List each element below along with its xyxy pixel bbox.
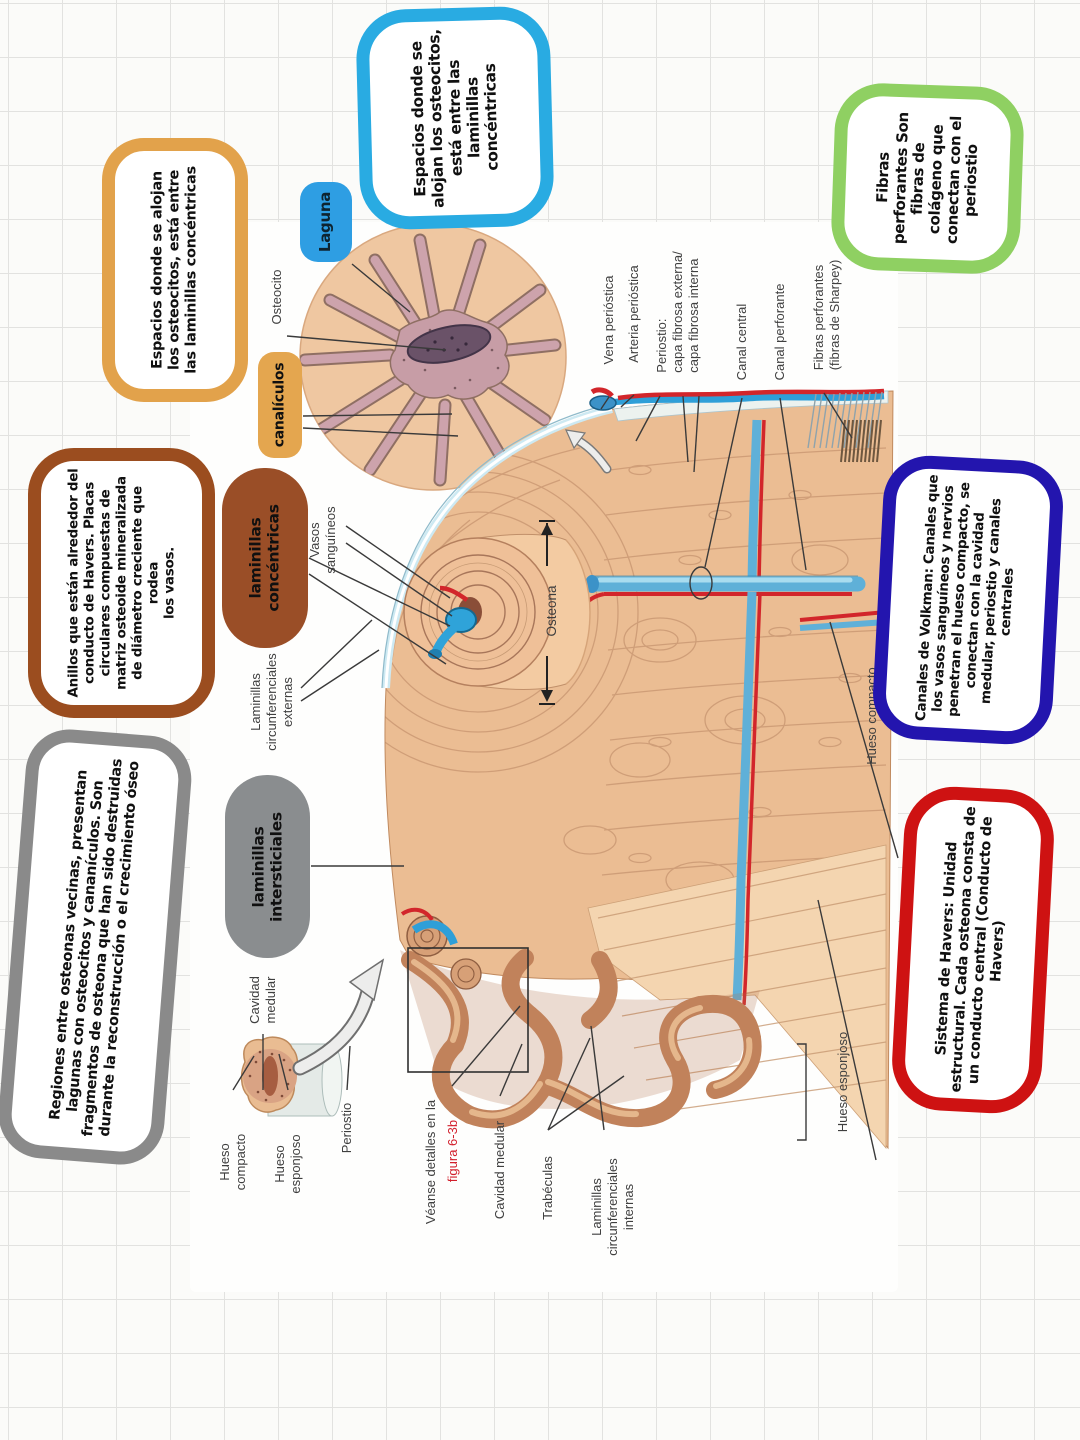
pill-laguna-label: Laguna [316,191,335,253]
callout-espacios-orange-text: Espacios donde se alojan los osteocitos,… [149,166,200,374]
label-osteocito: Osteocito [269,269,285,325]
label-osteona: Osteona [543,585,559,637]
pill-canaliculos-label: canalículos [271,362,288,448]
osteocyte-nucleus [406,324,492,364]
periosteum-membrane [381,403,613,689]
brackets [797,621,899,1161]
label-vena-periostica: Vena perióstica [601,275,617,365]
callout-regiones-gray: Regiones entre osteonas vecinas, present… [0,726,195,1168]
volkmann-canal [582,419,887,1006]
label-fibras-perforantes: Fibras perforantes (fibras de Sharpey) [811,259,842,371]
detail-box [407,947,529,1073]
pill-laminillas-intersticiales: laminillas intersticiales [225,775,310,958]
callout-fibras-perforantes-green-text: Fibras perforantes Son fibras de colágen… [872,111,982,244]
callout-espacios-orange: Espacios donde se alojan los osteocitos,… [102,138,248,402]
small-bone [240,1036,343,1117]
label-laminillas-circ-internas: Laminillas circunferenciales internas [589,1158,636,1256]
callout-lagunas-blue: Espacios donde se alojan los osteocitos,… [355,5,555,231]
pill-laminillas-concentricas: laminillas concéntricas [222,468,308,648]
label-hueso-esponjoso-der: Hueso esponjoso [835,1031,851,1133]
callout-anillos-brown-text: Anillos que están alrededor del conducto… [64,468,177,698]
callout-canales-volkman-darkblue: Canales de Volkman: Canales que los vaso… [870,453,1066,747]
label-hueso-esponjoso-inf: Hueso esponjoso [272,1134,303,1194]
label-canal-perforante: Canal perforante [772,283,788,381]
inset-circle [299,223,567,491]
callout-regiones-gray-text: Regiones entre osteonas vecinas, present… [47,758,143,1138]
bone-illustration [232,223,899,1161]
label-veanse-detalles: Véanse detalles en la [423,1099,439,1225]
leader-lines [232,263,899,1161]
detail-arrow [565,429,612,474]
osteon-cylinder [403,533,591,690]
label-figura-6-3b: figura 6-3b [445,1119,461,1183]
callout-anillos-brown: Anillos que están alrededor del conducto… [28,448,215,718]
pill-laguna: Laguna [300,182,352,262]
callout-sistema-havers-red: Sistema de Havers: Unidad estructural. C… [889,784,1057,1116]
label-hueso-compacto-inf: Hueso compacto [217,1133,248,1191]
label-arteria-periostica: Arteria perióstica [626,265,642,363]
pill-canaliculos: canalículos [258,352,302,458]
label-cavidad-medular-izq: Cavidad medular [247,976,278,1024]
spongy-bone [400,907,762,1129]
callout-sistema-havers-red-text: Sistema de Havers: Unidad estructural. C… [933,806,1008,1093]
label-periostio-capas: Periostio: capa fibrosa externa/ capa fi… [654,251,701,373]
pill-laminillas-concentricas-label: laminillas concéntricas [246,504,283,612]
label-trabeculas: Trabéculas [540,1156,556,1220]
callout-canales-volkman-darkblue-text: Canales de Volkman: Canales que los vaso… [912,474,1017,722]
pill-laminillas-intersticiales-label: laminillas intersticiales [249,811,286,922]
callout-fibras-perforantes-green: Fibras perforantes Son fibras de colágen… [829,81,1026,276]
osteona-arrow [539,520,555,705]
label-periostio-inf: Periostio [339,1102,355,1154]
periosteal-vessels [589,387,889,463]
label-laminillas-circ-externas: Laminillas circunferenciales externas [248,653,295,751]
callout-lagunas-blue-text: Espacios donde se alojan los osteocitos,… [407,28,502,209]
label-cavidad-medular-inf: Cavidad medular [492,1120,508,1220]
medullary-arrow [292,958,385,1076]
label-vasos-sanguineos: Vasos sanguíneos [307,506,338,574]
label-canal-central: Canal central [734,303,750,381]
